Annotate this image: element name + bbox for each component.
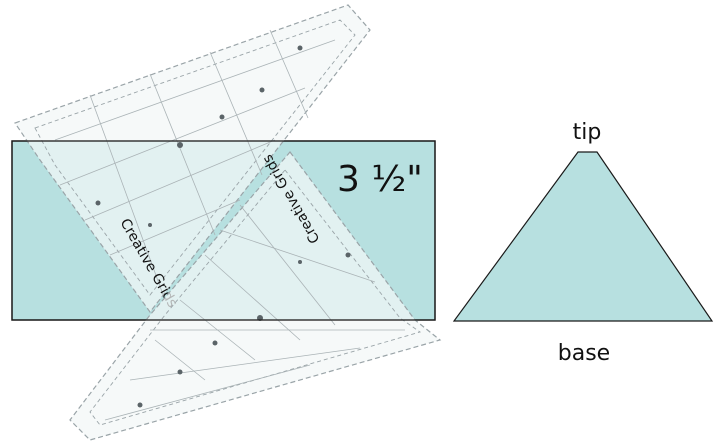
ruler-upper-inner-outline: [34, 19, 356, 296]
triangle-base-label: base: [558, 341, 610, 366]
ruler-upper: Creative Grids: [14, 4, 371, 313]
triangle-tip-label: tip: [573, 120, 602, 145]
ruler-upper-body: [14, 4, 371, 313]
triangle-shape: [452, 151, 714, 322]
ruler-lower-grid: [104, 204, 405, 421]
ruler-upper-grid: [54, 29, 336, 301]
fabric-strip-outline: [11, 140, 436, 321]
ruler-upper-markers: [95, 45, 303, 227]
triangle-unit: tip base: [452, 120, 714, 366]
ruler-lower: Creative Grids: [69, 151, 442, 441]
strip-height-label: 3 ½": [337, 159, 423, 200]
